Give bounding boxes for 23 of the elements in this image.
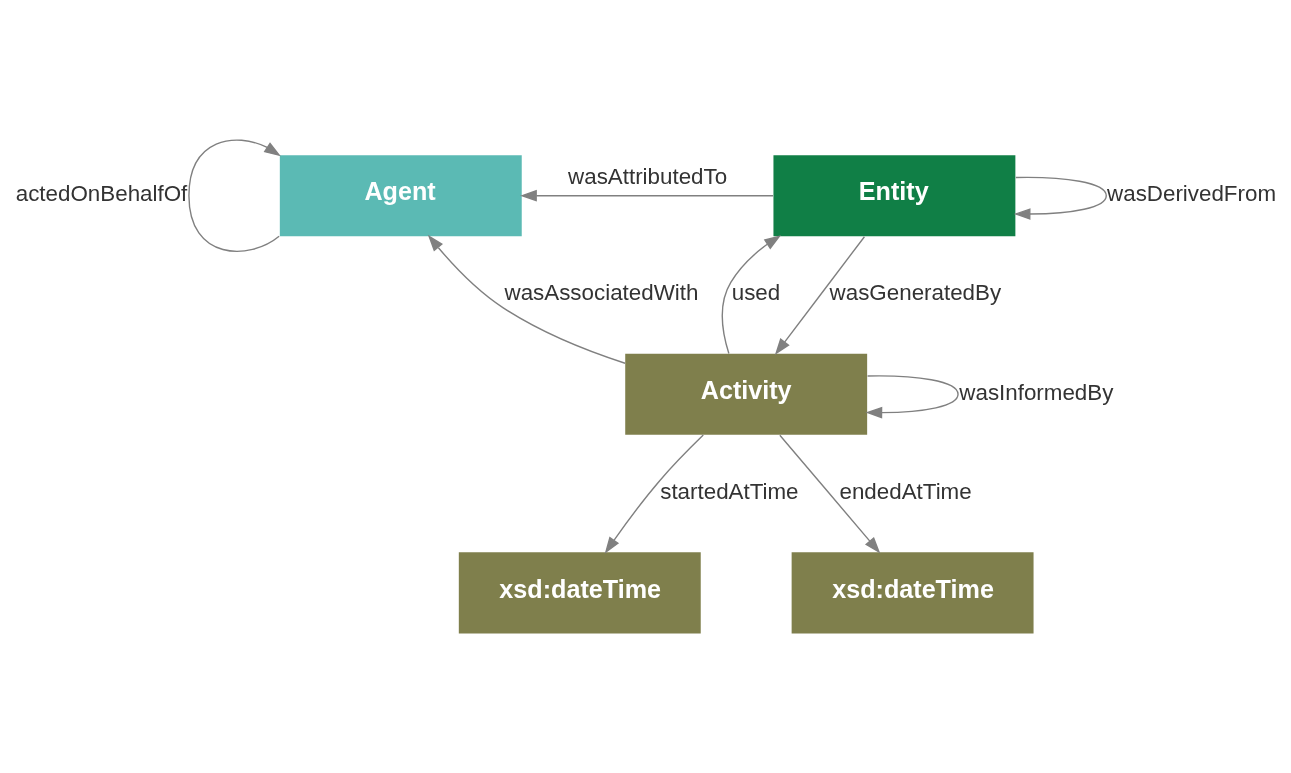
edge-label: wasAttributedTo xyxy=(568,164,728,190)
arrow xyxy=(427,234,626,364)
arrow xyxy=(188,139,281,252)
edge-label: used xyxy=(731,280,781,306)
edge-label: actedOnBehalfOf xyxy=(15,181,188,207)
edge-label: wasAssociatedWith xyxy=(504,280,699,306)
arrow xyxy=(604,434,704,554)
node-box: xsd:dateTime xyxy=(791,552,1034,634)
edge-label: wasDerivedFrom xyxy=(1107,181,1277,207)
arrow xyxy=(520,189,774,202)
arrow xyxy=(721,235,781,355)
edge-label: endedAtTime xyxy=(839,478,972,504)
node-box: Entity xyxy=(773,155,1016,237)
node-box: xsd:dateTime xyxy=(458,552,701,634)
edge-label: startedAtTime xyxy=(660,478,799,504)
edge-label: wasGeneratedBy xyxy=(829,280,1002,306)
arrow xyxy=(865,375,959,419)
arrow xyxy=(1013,176,1107,220)
arrow xyxy=(774,236,866,355)
node-box: Activity xyxy=(625,353,868,435)
edge-label: wasInformedBy xyxy=(959,379,1114,405)
arrow xyxy=(779,434,881,554)
node-box: Agent xyxy=(279,155,522,237)
